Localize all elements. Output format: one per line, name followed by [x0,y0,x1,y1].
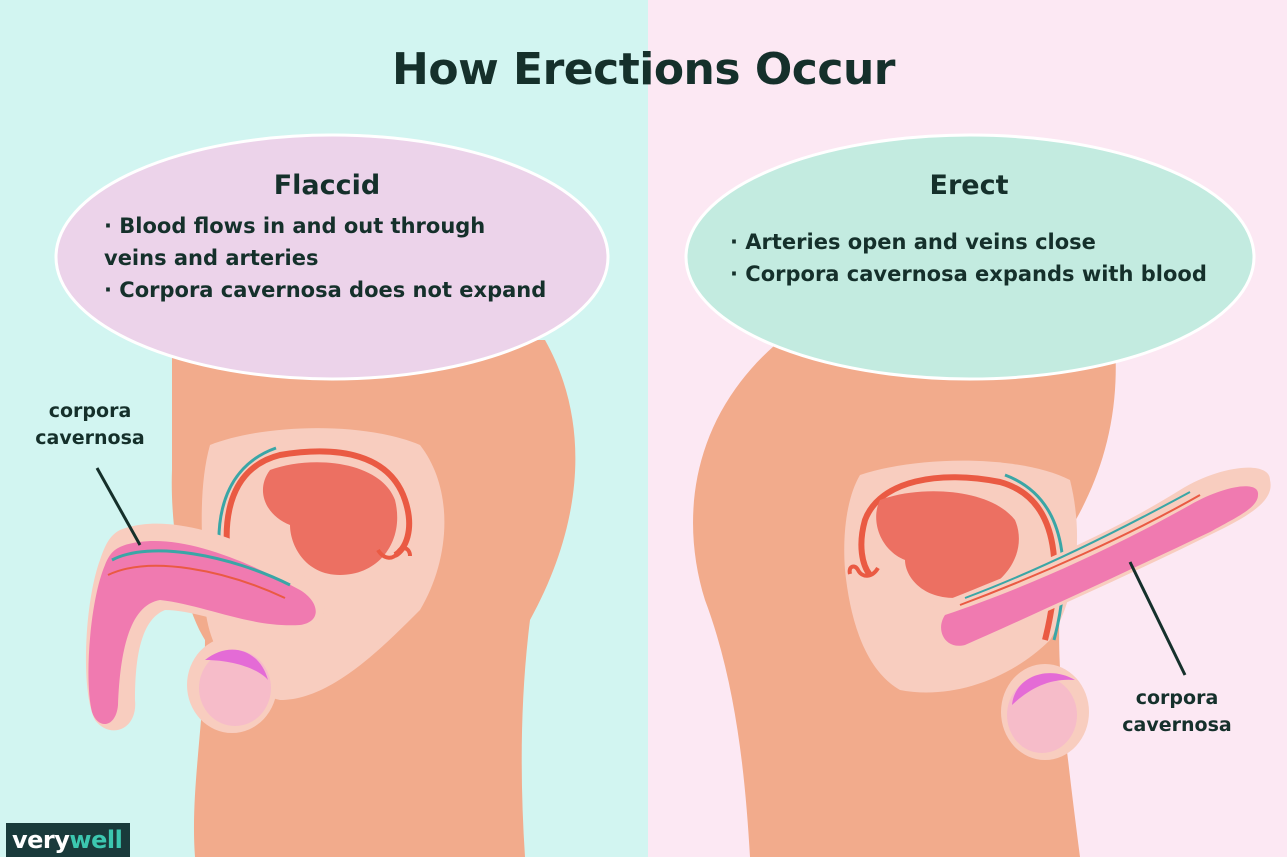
callout-left-line-1: corpora [10,398,170,425]
logo-part-1: very [12,826,69,854]
callout-left-line-2: cavernosa [10,425,170,452]
page-title: How Erections Occur [0,44,1287,95]
flaccid-bullet-3: · Corpora cavernosa does not expand [104,274,546,306]
flaccid-bullets: · Blood flows in and out through veins a… [104,210,546,306]
flaccid-bullet-2: veins and arteries [104,242,546,274]
callout-right-line-2: cavernosa [1097,712,1257,739]
flaccid-bullet-1: · Blood flows in and out through [104,210,546,242]
erect-bullet-1: · Arteries open and veins close [730,226,1207,258]
erect-bullet-2: · Corpora cavernosa expands with blood [730,258,1207,290]
verywell-logo: verywell [6,823,130,857]
callout-label-right: corpora cavernosa [1097,685,1257,739]
callout-label-left: corpora cavernosa [10,398,170,452]
erect-heading: Erect [819,170,1119,201]
flaccid-heading: Flaccid [177,170,477,201]
erect-bullets: · Arteries open and veins close · Corpor… [730,226,1207,290]
testis-right [1007,677,1077,753]
callout-right-line-1: corpora [1097,685,1257,712]
logo-part-2: well [69,826,122,854]
